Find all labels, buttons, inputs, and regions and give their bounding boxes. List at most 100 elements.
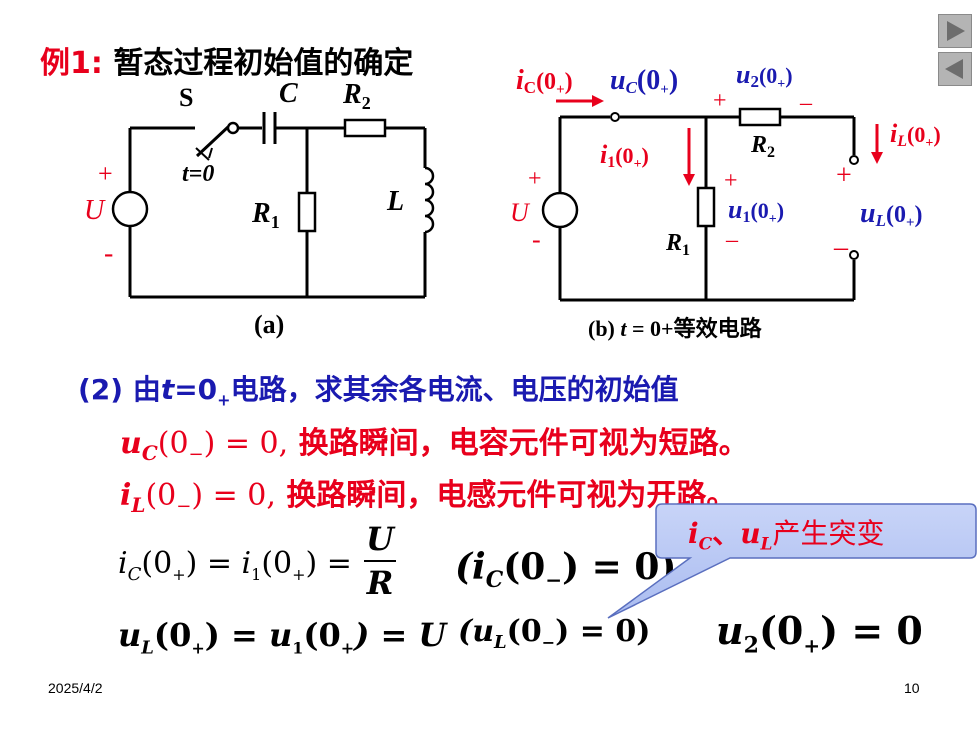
eq2-paren: (uL(0−) = 0): [458, 614, 650, 653]
capacitor-label: C: [279, 78, 298, 109]
eq2-u1: u: [268, 616, 293, 654]
il-arg: (0: [907, 122, 925, 147]
il-close: ): [933, 122, 940, 147]
step-2-text: 电路，求其余各电流、电压的初始值: [230, 373, 679, 406]
r1-minus: –: [725, 227, 739, 253]
eq1-i1: i: [241, 546, 252, 581]
uc-var-sub: C: [141, 441, 158, 465]
switch-label: S: [179, 83, 193, 112]
eq2-tail: ) = U: [354, 616, 447, 654]
source-b-label: U: [510, 198, 531, 227]
uc-var: u: [120, 426, 142, 461]
caption-b-prefix: (b): [588, 316, 620, 341]
callout-sep: 、: [712, 517, 741, 550]
circuit-a: [111, 112, 435, 299]
u2-sub: 2: [750, 72, 759, 91]
caption-b-rest: = 0+等效电路: [627, 316, 763, 341]
callout-ul: u: [740, 517, 761, 550]
source-b-plus: +: [528, 166, 542, 192]
il-label: i: [890, 119, 898, 148]
ul-label: u: [860, 198, 876, 229]
source-b-minus: -: [532, 225, 541, 254]
u2-arg: (0: [759, 63, 777, 88]
source-minus: -: [104, 238, 113, 269]
r2-plus: +: [713, 88, 727, 114]
eq1-numerator: U: [366, 520, 394, 558]
r1-label: R: [251, 198, 271, 229]
svg-text:R2: R2: [342, 79, 371, 113]
caption-b-t: t: [620, 316, 627, 341]
uc-statement: uC(0−) = 0, 换路瞬间，电容元件可视为短路。: [120, 418, 749, 465]
eq2-u1-argsub: +: [340, 638, 355, 658]
r1-sub: 1: [271, 212, 280, 232]
r2-sub: 2: [362, 93, 371, 113]
eq3-val: ) = 0: [820, 608, 923, 653]
prev-slide-button[interactable]: [938, 52, 972, 86]
ul-sub: L: [875, 211, 886, 230]
step-2-eq: =0: [174, 373, 218, 406]
r2-minus: –: [799, 90, 813, 116]
eq1-paren-var: (i: [455, 546, 486, 588]
r1b-sub: 1: [682, 242, 690, 259]
eq2-paren-val: ) = 0): [555, 614, 651, 649]
ul-minus: –: [833, 232, 849, 263]
eq1-ic-sub: C: [127, 564, 142, 585]
uc-argsub: +: [660, 82, 669, 98]
eq1-paren-argsub: −: [545, 568, 563, 593]
callout-ic: i: [688, 517, 699, 550]
eq2-paren-sub: L: [494, 632, 507, 653]
eq3-u2: u: [716, 608, 744, 653]
eq2-ul: u: [118, 616, 142, 654]
page-number: 10: [904, 680, 920, 696]
slide-title: 例1: 暂态过程初始值的确定: [40, 38, 413, 82]
eq1-i1-close: ) =: [305, 546, 352, 581]
ic-label: i: [516, 65, 524, 96]
next-slide-button[interactable]: [938, 14, 972, 48]
caption-a: (a): [254, 310, 284, 339]
inductor-label: L: [386, 186, 404, 217]
equation-u2: u2(0+) = 0: [716, 608, 923, 659]
il-arrow-icon: [871, 124, 883, 164]
step-2-sub: +: [217, 390, 231, 410]
eq1-ic: i: [118, 546, 128, 581]
callout-bubble: [607, 503, 977, 619]
u1-sub: 1: [742, 209, 750, 226]
switch-icon: [195, 147, 213, 161]
step-2-line: (2) 由t=0+电路，求其余各电流、电压的初始值: [78, 368, 679, 410]
circuit-diagrams: S t=0 C R2 R1 L + U - (a) iC(0+): [84, 60, 941, 341]
triangle-left-icon: [945, 59, 963, 79]
eq2-u1-arg: (0: [303, 616, 341, 654]
r1b-label: R: [665, 230, 682, 256]
svg-text:uL(0+): uL(0+): [860, 198, 923, 231]
svg-text:u2(0+): u2(0+): [736, 60, 793, 92]
eq2-arg: (0: [153, 616, 192, 654]
eq2-argsub: +: [191, 638, 205, 658]
r1-plus: +: [724, 168, 738, 194]
uc-sub: C: [626, 78, 638, 97]
eq2-u1-sub: 1: [292, 638, 304, 658]
uc-arg: (0: [637, 65, 660, 96]
ic-arrow-icon: [556, 95, 604, 107]
circuit-b: [541, 107, 856, 302]
i1-sub: 1: [607, 154, 615, 171]
il-statement: iL(0−) = 0, 换路瞬间，电感元件可视为开路。: [120, 470, 736, 517]
title-text: 暂态过程初始值的确定: [113, 46, 414, 81]
ul-arg: (0: [886, 202, 906, 228]
ic-argsub: +: [556, 82, 565, 98]
r2b-label: R: [750, 132, 767, 158]
eq1-denominator: R: [366, 564, 394, 602]
eq3-sub: 2: [743, 632, 759, 659]
ic-sub: C: [524, 78, 536, 97]
u1-arg: (0: [750, 198, 768, 223]
uc-label: u: [610, 65, 626, 96]
ul-argsub: +: [906, 215, 915, 231]
il-arg: (0: [145, 478, 177, 513]
step-2-t: t: [160, 373, 175, 406]
ul-plus: +: [836, 160, 852, 191]
eq3-argsub: +: [803, 633, 821, 658]
svg-text:uC(0+): uC(0+): [610, 65, 678, 98]
eq1-ic-arg: (0: [141, 546, 173, 581]
callout-ic-sub: C: [698, 534, 713, 555]
callout-text: iC、uL产生突变: [688, 512, 885, 555]
il-sub: L: [896, 133, 907, 150]
